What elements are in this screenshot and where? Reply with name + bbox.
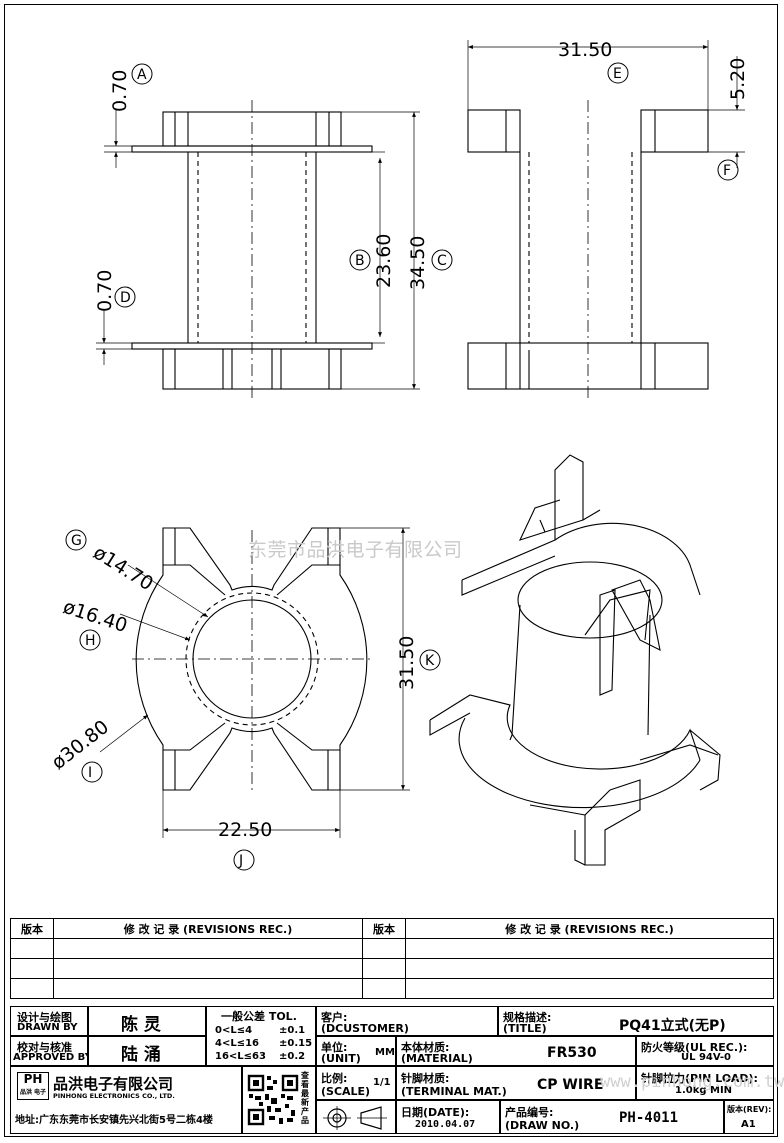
terminal-cell: 针脚材质: (TERMINAL MAT.) CP WIRE (396, 1066, 636, 1100)
drawn-by-label: 设计与绘图 DRAWN BY (10, 1006, 88, 1036)
rev-cell: 版本(REV): A1 (724, 1100, 774, 1134)
company-logo: PH 品洪 电子 (17, 1072, 49, 1100)
dim-j-text: 22.50 (218, 819, 272, 841)
iso-view (429, 454, 721, 866)
date-cell: 日期(DATE): 2010.04.07 (396, 1100, 500, 1134)
dim-d-text: 0.70 (94, 270, 116, 312)
draw-no-cell: 产品编号: (DRAW NO.) PH-4011 (500, 1100, 724, 1134)
dim-a-text: 0.70 (109, 70, 131, 112)
watermark-url: www.pinhong.com.tw (600, 1072, 784, 1092)
qr-cell: 查看最新产品 (242, 1066, 316, 1134)
company-cell: PH 品洪 电子 品洪电子有限公司 PINHONG ELECTRONICS CO… (10, 1066, 242, 1134)
rev-rec-header: 修 改 记 录 (REVISIONS REC.) (53, 918, 363, 939)
unit-cell: 单位: (UNIT) MM (316, 1036, 396, 1066)
tolerance-block: 一般公差 TOL. 0<L≤4 ±0.1 4<L≤16 ±0.15 16<L≤6… (206, 1006, 316, 1066)
dim-c-text: 34.50 (407, 236, 429, 290)
rev-ver-header-2: 版本 (362, 918, 406, 939)
front-view-dims: 0.70 0.70 23.60 34.50 (94, 70, 429, 312)
dim-i-text: ø30.80 (48, 716, 114, 774)
label-a: A (137, 67, 147, 83)
dim-g-text: ø14.70 (89, 542, 157, 596)
customer-cell: 客户: (DCUSTOMER) (316, 1006, 498, 1036)
reference-labels: A B C D E F G H K I J (65, 62, 739, 871)
material-cell: 本体材质: (MATERIAL) FR530 (396, 1036, 636, 1066)
watermark: 东莞市品洪电子有限公司 (248, 539, 463, 561)
label-h: H (85, 633, 96, 649)
dim-f-text: 5.20 (727, 58, 749, 100)
pin-load-cell: 针脚拉力(PIN LOAD): 1.0kg MIN (636, 1066, 774, 1100)
label-c: C (437, 253, 447, 269)
rev-ver-header: 版本 (10, 918, 54, 939)
rev-rec-header-2: 修 改 记 录 (REVISIONS REC.) (405, 918, 774, 939)
label-k: K (425, 653, 435, 669)
side-view (467, 40, 745, 400)
revisions-table: 版本 修 改 记 录 (REVISIONS REC.) 版本 修 改 记 录 (… (10, 918, 774, 999)
ul-cell: 防火等级(UL REC.): UL 94V-0 (636, 1036, 774, 1066)
title-block: 设计与绘图 DRAWN BY 陈 灵 一般公差 TOL. 0<L≤4 ±0.1 … (10, 1006, 774, 1134)
label-f: F (723, 163, 731, 179)
projection-cell (316, 1100, 396, 1134)
label-b: B (355, 253, 365, 269)
label-i: I (88, 765, 92, 781)
qr-code-icon (247, 1074, 299, 1126)
top-view (99, 527, 410, 838)
front-view (96, 100, 420, 400)
scale-cell: 比例: (SCALE) 1/1 (316, 1066, 396, 1100)
projection-symbol-icon (323, 1106, 387, 1130)
label-d: D (120, 290, 131, 306)
title-cell: 规格描述: (TITLE) PQ41立式(无P) (498, 1006, 774, 1036)
dim-b-text: 23.60 (373, 234, 395, 288)
label-g: G (71, 533, 82, 549)
top-view-dims: ø14.70 ø16.40 31.50 ø30.80 22.50 (48, 542, 418, 841)
approved-value: 陆 涌 (88, 1036, 206, 1066)
label-e: E (613, 66, 622, 82)
dim-k-text: 31.50 (396, 636, 418, 690)
label-j: J (238, 853, 243, 869)
approved-label: 校对与核准 APPROVED BY (10, 1036, 88, 1066)
drawn-by-value: 陈 灵 (88, 1006, 206, 1036)
side-view-dims: 31.50 5.20 (558, 39, 749, 100)
dim-e-text: 31.50 (558, 39, 612, 61)
